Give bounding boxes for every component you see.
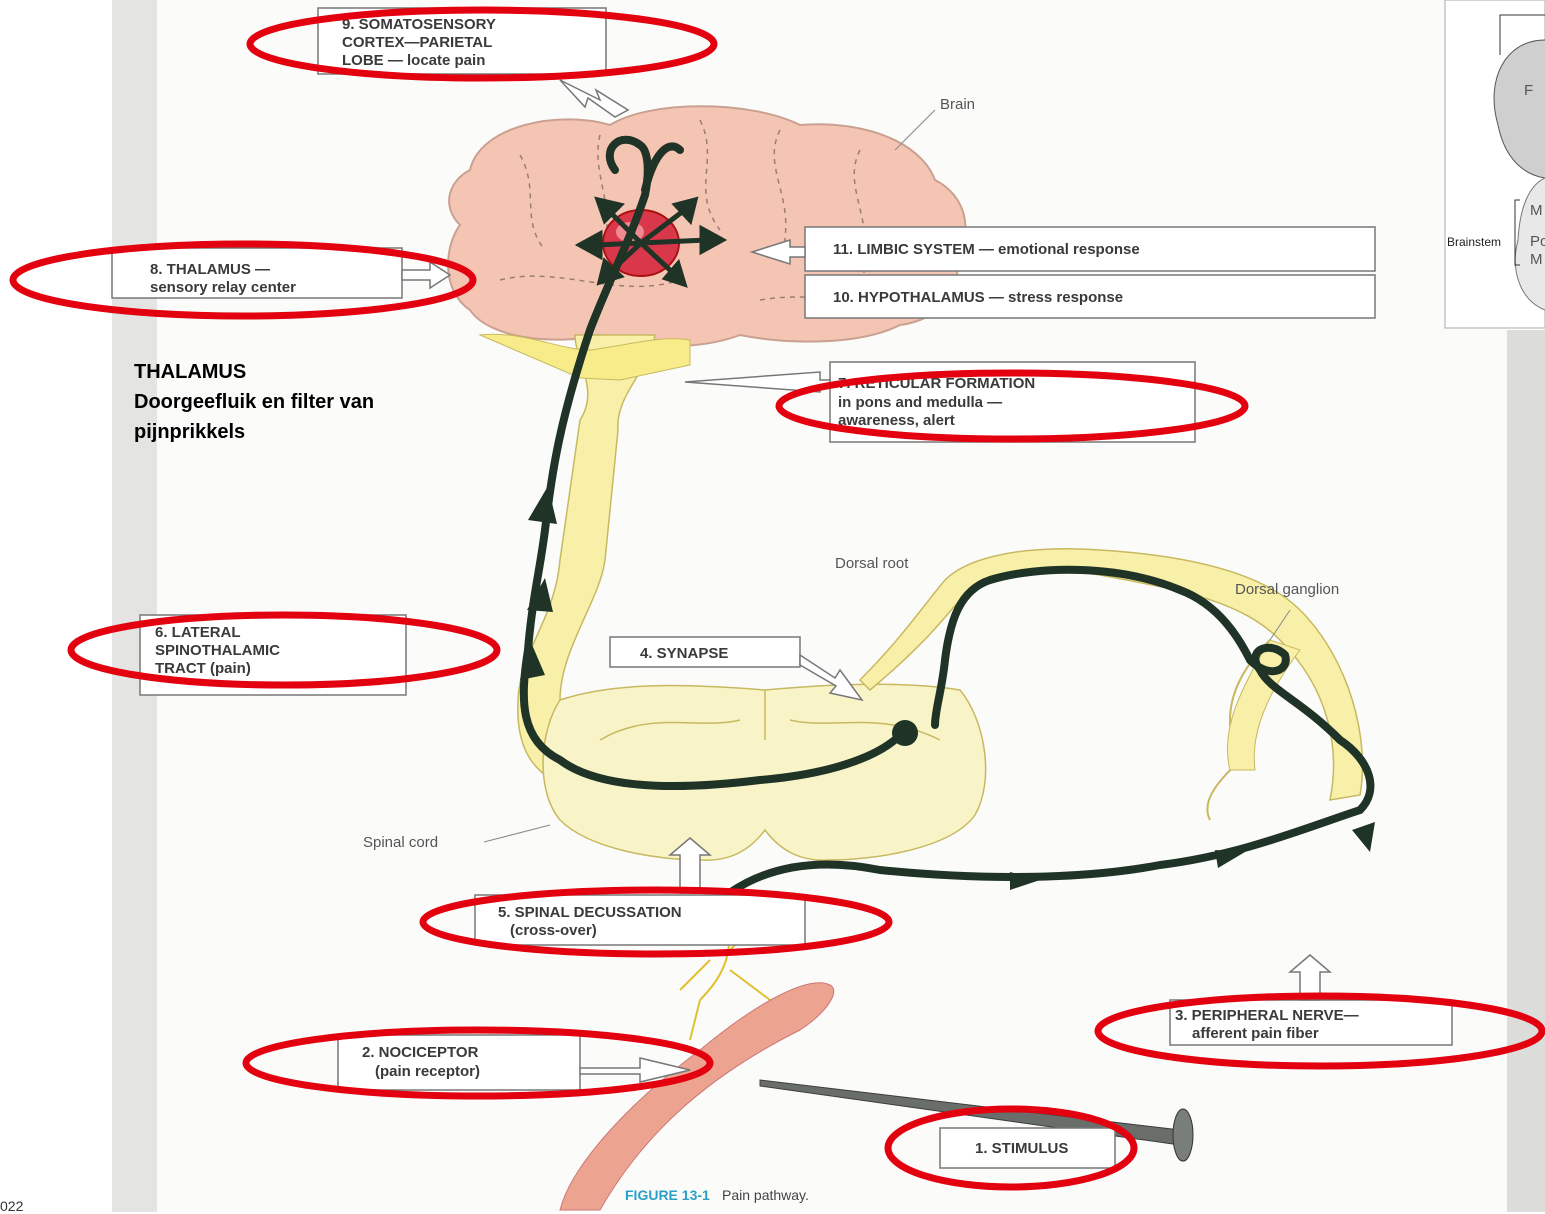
somatosensory-line1: 9. SOMATOSENSORY (342, 16, 496, 33)
peripheral-line2: afferent pain fiber (1192, 1025, 1319, 1042)
nociceptor-line2: (pain receptor) (375, 1063, 480, 1080)
somatosensory-line2: CORTEX—PARIETAL (342, 34, 492, 51)
svg-text:M: M (1530, 202, 1543, 219)
note-line2: Doorgeefluik en filter van (134, 387, 374, 417)
figure-caption-text: Pain pathway. (722, 1187, 809, 1203)
right-margin-shade (1507, 330, 1545, 1212)
hypothalamus-label: 10. HYPOTHALAMUS — stress response (833, 289, 1123, 306)
nociceptor-line1: 2. NOCICEPTOR (362, 1044, 479, 1061)
inset-brain-diagram: F M Po M Brainstem (1445, 0, 1545, 328)
note-line3: pijnprikkels (134, 417, 374, 447)
spinal-cord-label: Spinal cord (363, 834, 438, 851)
decussation-line2: (cross-over) (510, 922, 597, 939)
note-title: THALAMUS (134, 357, 374, 387)
limbic-label: 11. LIMBIC SYSTEM — emotional response (833, 241, 1140, 258)
thalamus-label-line1: 8. THALAMUS — (150, 261, 270, 278)
dorsal-root-label: Dorsal root (835, 555, 909, 572)
stimulus-label: 1. STIMULUS (975, 1140, 1068, 1157)
lateral-line3: TRACT (pain) (155, 660, 251, 677)
decussation-line1: 5. SPINAL DECUSSATION (498, 904, 682, 921)
svg-text:M: M (1530, 251, 1543, 268)
thalamus-label-line2: sensory relay center (150, 279, 296, 296)
synapse-label: 4. SYNAPSE (640, 645, 728, 662)
dorsal-ganglion-label: Dorsal ganglion (1235, 581, 1339, 598)
somatosensory-line3: LOBE — locate pain (342, 52, 485, 69)
synapse-node (892, 720, 918, 746)
peripheral-line1: 3. PERIPHERAL NERVE— (1175, 1007, 1359, 1024)
svg-text:Po: Po (1530, 233, 1545, 250)
lateral-line1: 6. LATERAL (155, 624, 241, 641)
brainstem-label: Brainstem (1447, 235, 1501, 249)
svg-text:F: F (1524, 82, 1533, 99)
lateral-line2: SPINOTHALAMIC (155, 642, 280, 659)
figure-caption-number: FIGURE 13-1 (625, 1187, 710, 1203)
reticular-line3: awareness, alert (838, 412, 955, 429)
brain-label: Brain (940, 96, 975, 113)
reticular-line2: in pons and medulla — (838, 394, 1002, 411)
page-gutter (112, 0, 157, 1212)
thalamus-note: THALAMUS Doorgeefluik en filter van pijn… (134, 357, 374, 447)
